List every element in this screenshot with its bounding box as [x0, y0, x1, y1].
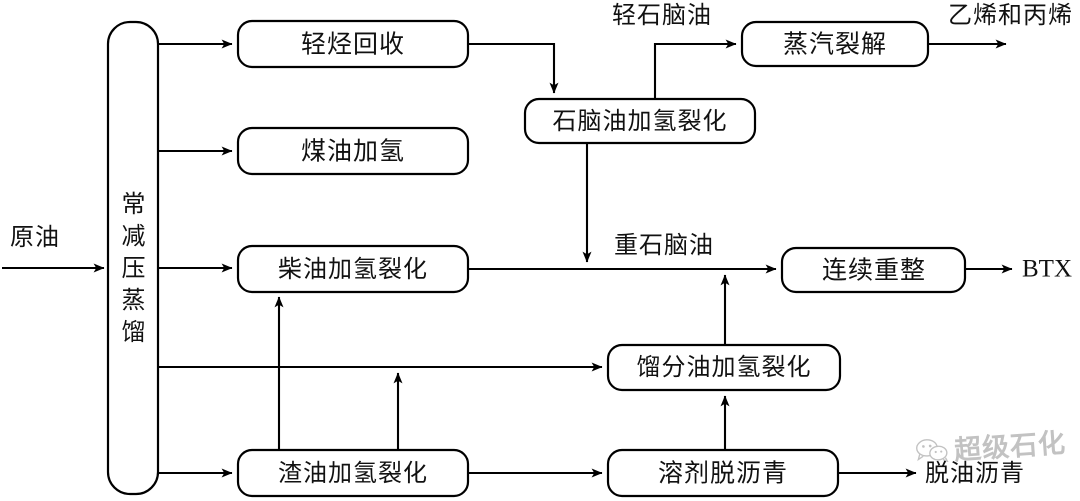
product-label-deoiled-asphalt: 脱油沥青 [925, 460, 1025, 487]
unit-light-hc-label: 轻烃回收 [301, 31, 405, 59]
connector-naphtha-hc-to-steam-cracker [653, 39, 737, 99]
input-label-crude: 原油 [10, 224, 60, 251]
unit-kero-hydro-box[interactable] [236, 126, 470, 176]
unit-vgo-hc-label: 馏分油加氢裂化 [637, 354, 812, 381]
unit-cdu-vdu-char-1: 减 [122, 223, 147, 250]
unit-steam-cracker-box[interactable] [740, 20, 930, 68]
stream-label-light-naphtha: 轻石脑油 [612, 2, 712, 29]
unit-kero-hydro-label: 煤油加氢 [301, 138, 405, 166]
unit-cdu-vdu-char-2: 压 [122, 256, 147, 282]
unit-cdu-vdu-char-0: 常 [122, 191, 147, 218]
unit-kero-hydro[interactable]: 煤油加氢 [236, 126, 470, 176]
unit-naphtha-hc-box[interactable] [523, 97, 757, 145]
unit-vgo-hc-box[interactable] [606, 343, 842, 392]
unit-diesel-hc-box[interactable] [236, 244, 470, 294]
unit-naphtha-hc-label: 石脑油加氢裂化 [553, 108, 728, 135]
unit-cdu-vdu-box[interactable] [106, 20, 160, 496]
unit-steam-cracker-label: 蒸汽裂解 [783, 31, 887, 59]
unit-sda-box[interactable] [606, 448, 840, 498]
unit-light-hc-box[interactable] [236, 19, 470, 69]
unit-ccr-label: 连续重整 [822, 257, 926, 285]
unit-light-hc[interactable]: 轻烃回收 [236, 19, 470, 69]
unit-sda-label: 溶剂脱沥青 [658, 460, 788, 488]
product-label-btx: BTX [1022, 256, 1072, 283]
unit-cdu-vdu[interactable]: 常 减 压 蒸 馏 [106, 20, 160, 496]
unit-cdu-vdu-char-4: 馏 [122, 319, 147, 346]
unit-steam-cracker[interactable]: 蒸汽裂解 [740, 20, 930, 68]
unit-resid-hc-label: 渣油加氢裂化 [278, 460, 428, 487]
unit-cdu-vdu-char-3: 蒸 [122, 287, 147, 314]
unit-naphtha-hc[interactable]: 石脑油加氢裂化 [523, 97, 757, 145]
unit-ccr[interactable]: 连续重整 [780, 246, 967, 294]
unit-ccr-box[interactable] [780, 246, 967, 294]
unit-resid-hc[interactable]: 渣油加氢裂化 [236, 448, 470, 498]
connector-light-hc-to-naphtha-hc [468, 42, 559, 94]
unit-diesel-hc-label: 柴油加氢裂化 [278, 256, 428, 283]
unit-vgo-hc[interactable]: 馏分油加氢裂化 [606, 343, 842, 392]
unit-sda[interactable]: 溶剂脱沥青 [606, 448, 840, 498]
unit-diesel-hc[interactable]: 柴油加氢裂化 [236, 244, 470, 294]
stream-label-heavy-naphtha: 重石脑油 [614, 232, 714, 259]
product-label-ethylene-propylene: 乙烯和丙烯 [948, 2, 1073, 29]
unit-resid-hc-box[interactable] [236, 448, 470, 498]
